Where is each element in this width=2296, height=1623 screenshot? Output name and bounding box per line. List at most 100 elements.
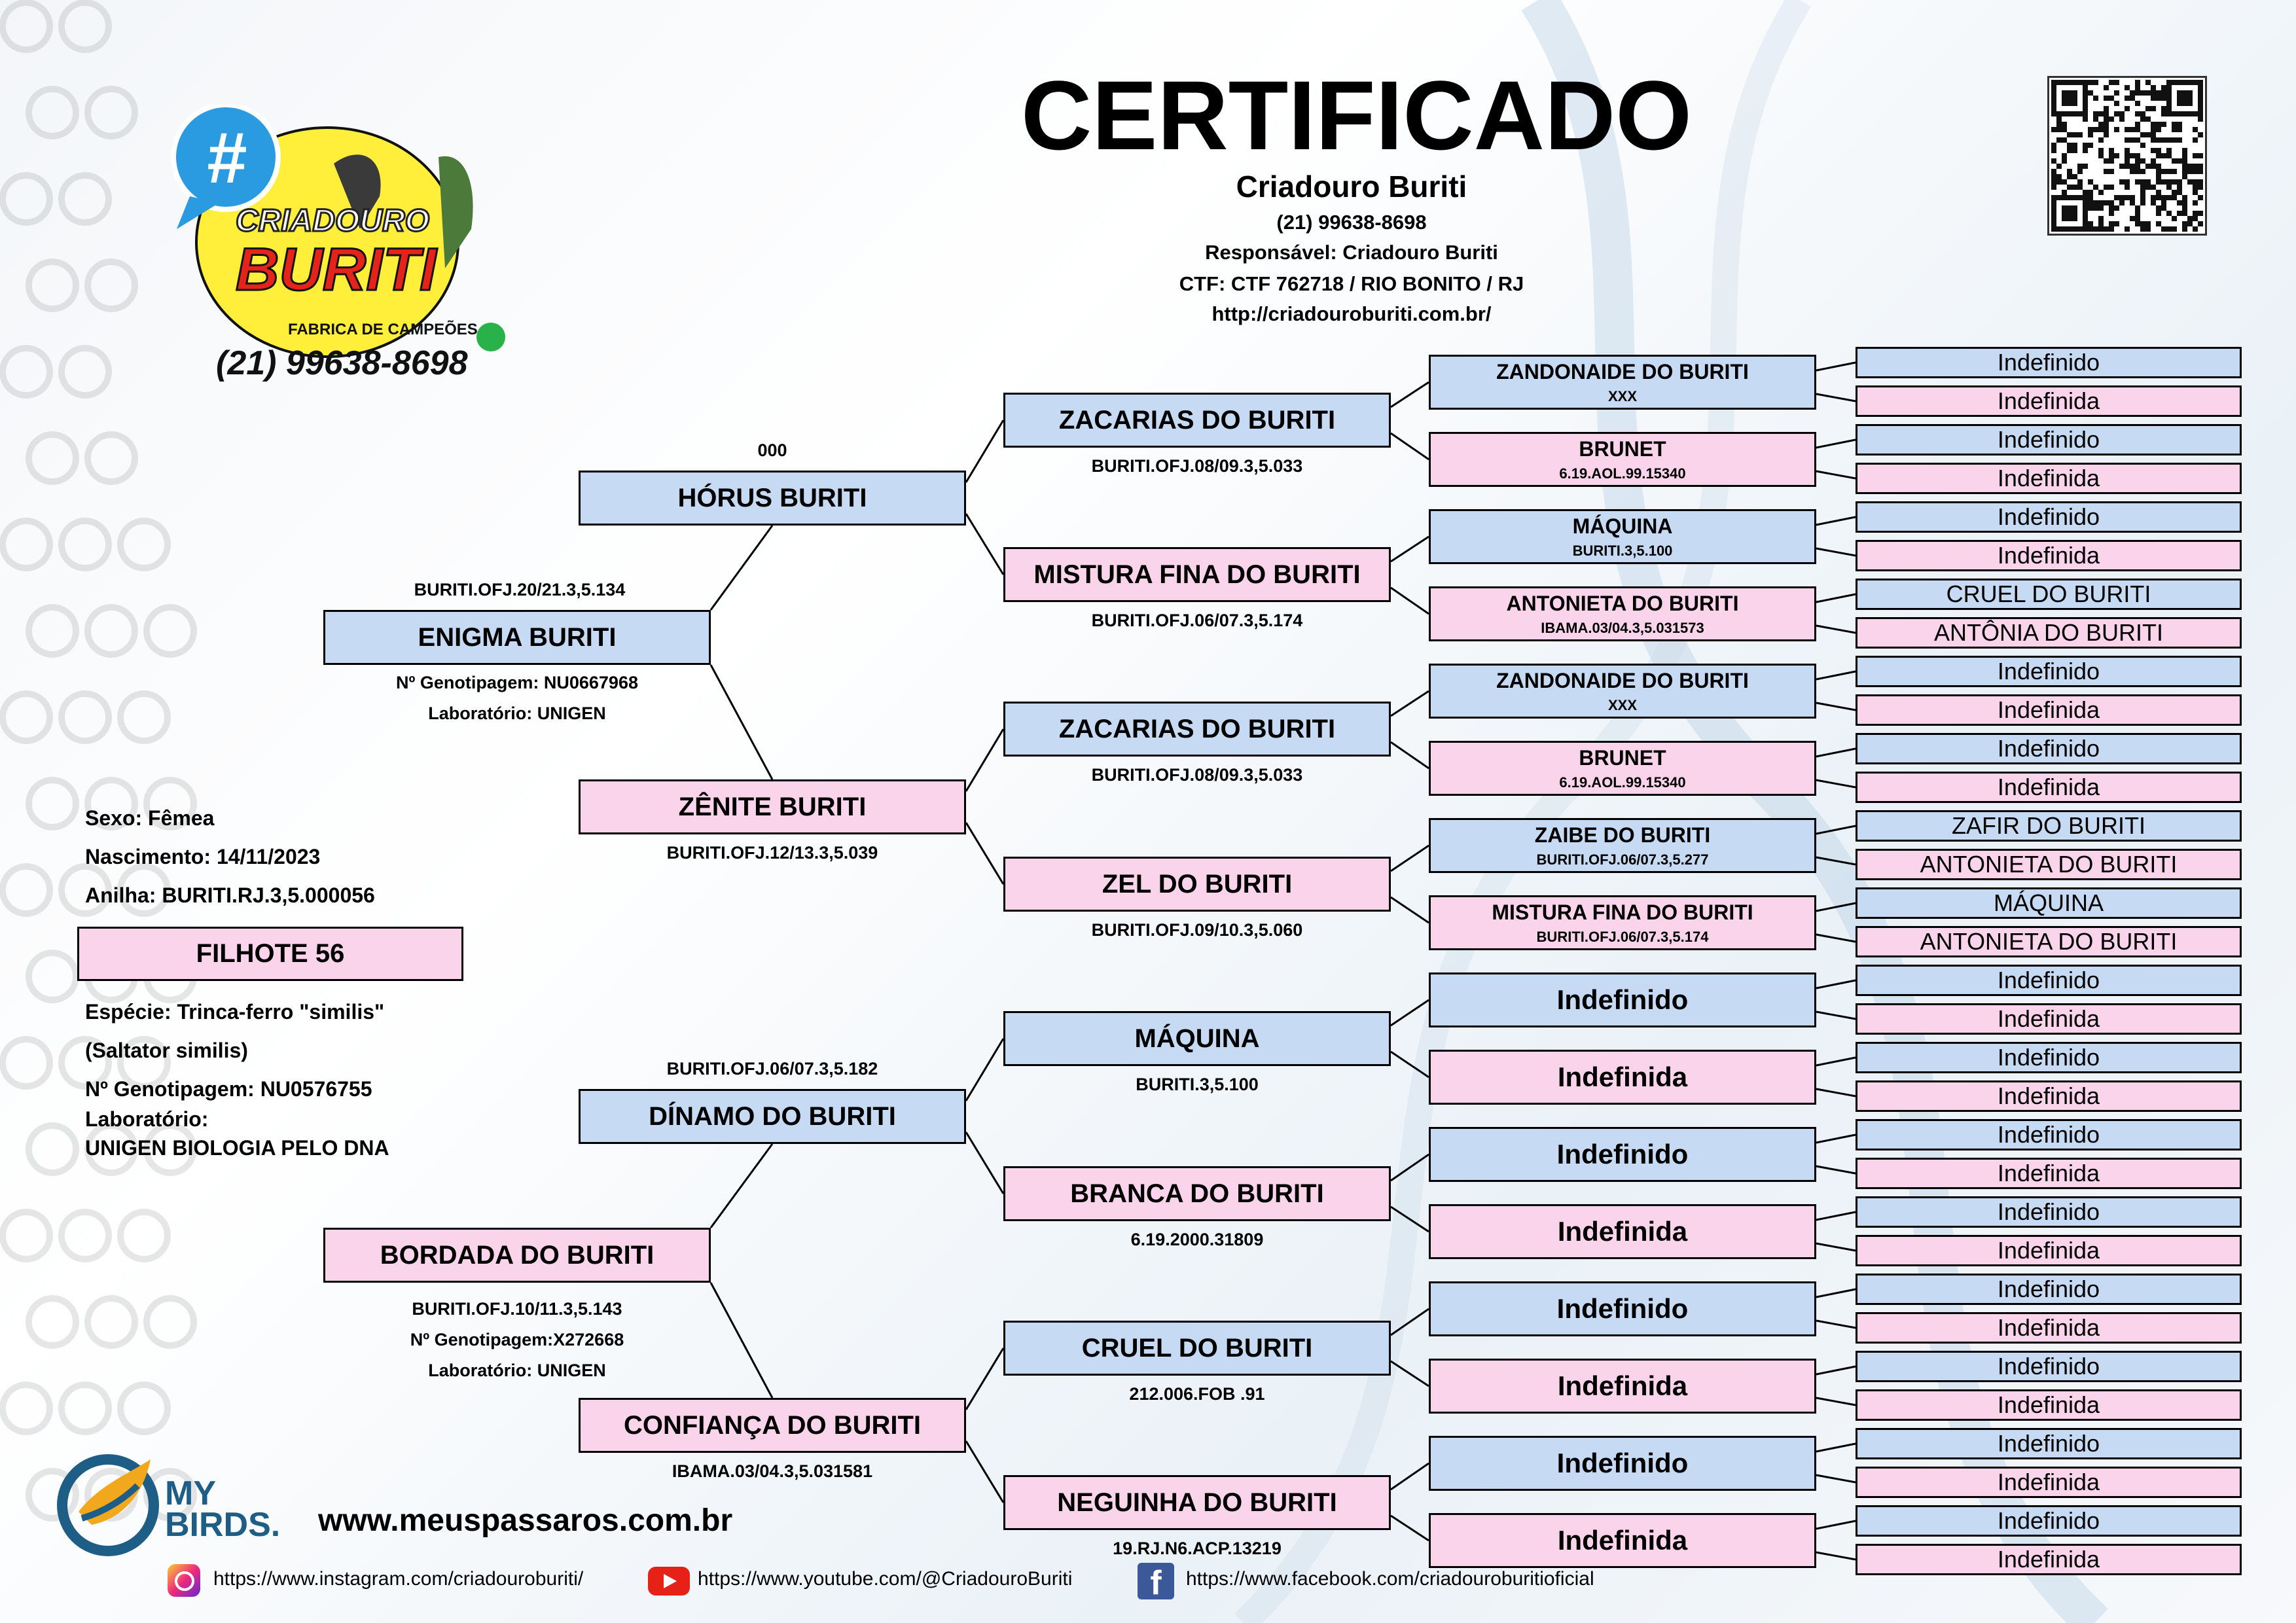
pedigree-box-gen5[interactable]: Indefinida xyxy=(1856,772,2242,803)
pedigree-box-gen5[interactable]: ANTÔNIA DO BURITI xyxy=(1856,617,2242,649)
pedigree-box-gen5[interactable]: Indefinida xyxy=(1856,540,2242,571)
pedigree-box-gen5[interactable]: Indefinida xyxy=(1856,1389,2242,1421)
pedigree-box-gen3[interactable]: MISTURA FINA DO BURITI xyxy=(1003,547,1391,602)
pedigree-box-gen5[interactable]: ANTONIETA DO BURITI xyxy=(1856,926,2242,957)
pedigree-box-gen5[interactable]: ZAFIR DO BURITI xyxy=(1856,810,2242,842)
breeder-name: Criadouro Buriti xyxy=(1236,169,1467,204)
pedigree-box-gen2[interactable]: ZÊNITE BURITI xyxy=(579,779,966,834)
logo-line2: BURITI xyxy=(235,236,438,304)
pedigree-box-gen5[interactable]: Indefinido xyxy=(1856,1196,2242,1228)
pedigree-box-gen5[interactable]: Indefinida xyxy=(1856,463,2242,494)
pedigree-box-gen3[interactable]: CRUEL DO BURITI xyxy=(1003,1321,1391,1376)
pedigree-box-gen5[interactable]: Indefinido xyxy=(1856,1505,2242,1537)
gen5-name: Indefinida xyxy=(1997,1237,2100,1264)
breeder-ctf: CTF: CTF 762718 / RIO BONITO / RJ xyxy=(1179,272,1524,295)
gen3-ring: 212.006.FOB .91 xyxy=(1129,1384,1265,1404)
pedigree-box-gen5[interactable]: Indefinida xyxy=(1856,1235,2242,1266)
pedigree-box-gen5[interactable]: Indefinido xyxy=(1856,1042,2242,1073)
pedigree-box-gen4[interactable]: Indefinida xyxy=(1429,1204,1816,1259)
gen5-name: Indefinido xyxy=(1997,426,2100,453)
subject-birth: Nascimento: 14/11/2023 xyxy=(85,845,321,868)
pedigree-box-gen2[interactable]: CONFIANÇA DO BURITI xyxy=(579,1398,966,1453)
facebook-icon: f xyxy=(1138,1563,1174,1602)
pedigree-box-gen2[interactable]: DÍNAMO DO BURITI xyxy=(579,1089,966,1144)
pedigree-box-gen4[interactable]: Indefinida xyxy=(1429,1050,1816,1105)
gen2-ring: 000 xyxy=(757,440,787,460)
pedigree-box-gen1[interactable]: BORDADA DO BURITI xyxy=(323,1228,711,1283)
pedigree-box-gen4[interactable]: Indefinida xyxy=(1429,1513,1816,1568)
youtube-link[interactable]: https://www.youtube.com/@CriadouroBuriti xyxy=(698,1568,1073,1590)
pedigree-box-gen5[interactable]: Indefinida xyxy=(1856,1467,2242,1498)
pedigree-box-gen5[interactable]: Indefinido xyxy=(1856,1119,2242,1150)
pedigree-box-gen4[interactable]: Indefinido xyxy=(1429,1281,1816,1336)
gen4-ring: XXX xyxy=(1607,387,1638,404)
pedigree-box-gen4[interactable]: Indefinido xyxy=(1429,1127,1816,1182)
gen5-name: ANTONIETA DO BURITI xyxy=(1920,851,2178,878)
pedigree-box-gen5[interactable]: Indefinido xyxy=(1856,656,2242,687)
pedigree-box-gen4[interactable]: Indefinido xyxy=(1429,972,1816,1027)
pedigree-box-gen4[interactable]: Indefinido xyxy=(1429,1436,1816,1491)
pedigree-box-gen5[interactable]: Indefinido xyxy=(1856,347,2242,378)
gen5-name: Indefinido xyxy=(1997,1430,2100,1457)
pedigree-box-gen5[interactable]: Indefinida xyxy=(1856,1544,2242,1575)
pedigree-box-gen2[interactable]: HÓRUS BURITI xyxy=(579,471,966,526)
pedigree-box-gen5[interactable]: Indefinida xyxy=(1856,1312,2242,1344)
subject-lab-label: Laboratório: xyxy=(85,1107,209,1131)
gen4-name: Indefinido xyxy=(1556,1293,1689,1324)
pedigree-box-gen5[interactable]: Indefinida xyxy=(1856,1003,2242,1035)
subject-name[interactable]: FILHOTE 56 xyxy=(77,927,463,981)
pedigree-box-gen5[interactable]: Indefinida xyxy=(1856,694,2242,726)
gen5-name: Indefinido xyxy=(1997,967,2100,993)
pedigree-box-gen3[interactable]: ZACARIAS DO BURITI xyxy=(1003,702,1391,757)
pedigree-box-gen5[interactable]: Indefinido xyxy=(1856,1274,2242,1305)
pedigree-box-gen1[interactable]: ENIGMA BURITI xyxy=(323,610,711,665)
gen5-name: Indefinido xyxy=(1997,1353,2100,1380)
gen1-lab: Laboratório: UNIGEN xyxy=(428,1361,606,1380)
pedigree-box-gen3[interactable]: ZEL DO BURITI xyxy=(1003,857,1391,912)
pedigree-box-gen5[interactable]: ANTONIETA DO BURITI xyxy=(1856,849,2242,880)
pedigree-box-gen5[interactable]: MÁQUINA xyxy=(1856,887,2242,919)
facebook-link[interactable]: https://www.facebook.com/criadouroburiti… xyxy=(1186,1568,1594,1590)
pedigree-box-gen5[interactable]: Indefinido xyxy=(1856,965,2242,996)
pedigree-box-gen4[interactable]: Indefinida xyxy=(1429,1359,1816,1414)
breeder-url[interactable]: http://criadouroburiti.com.br/ xyxy=(1211,302,1492,325)
pedigree-box-gen5[interactable]: Indefinido xyxy=(1856,733,2242,764)
pedigree-box-gen3[interactable]: BRANCA DO BURITI xyxy=(1003,1166,1391,1221)
gen1-ring: BURITI.OFJ.10/11.3,5.143 xyxy=(412,1299,622,1319)
mybirds-brand-birds: BIRDS. xyxy=(165,1506,281,1544)
gen5-name: Indefinido xyxy=(1997,1121,2100,1148)
mybirds-logo xyxy=(52,1446,164,1558)
pedigree-box-gen5[interactable]: Indefinido xyxy=(1856,501,2242,533)
pedigree-box-gen5[interactable]: Indefinida xyxy=(1856,1158,2242,1189)
pedigree-box-gen5[interactable]: Indefinido xyxy=(1856,424,2242,455)
pedigree-box-gen3[interactable]: NEGUINHA DO BURITI xyxy=(1003,1475,1391,1530)
pedigree-box-gen3[interactable]: MÁQUINA xyxy=(1003,1011,1391,1066)
gen4-name: MÁQUINA xyxy=(1572,514,1673,538)
pedigree-box-gen5[interactable]: CRUEL DO BURITI xyxy=(1856,579,2242,610)
footer-site-link[interactable]: www.meuspassaros.com.br xyxy=(318,1503,733,1538)
instagram-link[interactable]: https://www.instagram.com/criadouroburit… xyxy=(213,1568,584,1590)
pedigree-box-gen5[interactable]: Indefinida xyxy=(1856,385,2242,417)
pedigree-box-gen5[interactable]: Indefinida xyxy=(1856,1080,2242,1112)
pedigree-box-gen5[interactable]: Indefinido xyxy=(1856,1351,2242,1382)
breeder-logo: # CRIADOURO BURITI FABRICA DE CAMPEÕES (… xyxy=(164,102,517,399)
pedigree-box-gen3[interactable]: ZACARIAS DO BURITI xyxy=(1003,393,1391,448)
gen2-name: DÍNAMO DO BURITI xyxy=(649,1101,896,1131)
gen4-ring: BURITI.OFJ.06/07.3,5.174 xyxy=(1536,928,1709,945)
qr-code[interactable] xyxy=(2047,76,2207,236)
logo-hash: # xyxy=(207,118,247,198)
gen5-name: Indefinida xyxy=(1997,1314,2100,1341)
subject-genotype: Nº Genotipagem: NU0576755 xyxy=(85,1077,372,1101)
subject-name-label: FILHOTE 56 xyxy=(196,939,345,968)
gen2-name: CONFIANÇA DO BURITI xyxy=(623,1410,922,1440)
pedigree-box-gen5[interactable]: Indefinido xyxy=(1856,1428,2242,1459)
gen4-ring: 6.19.AOL.99.15340 xyxy=(1559,465,1686,482)
